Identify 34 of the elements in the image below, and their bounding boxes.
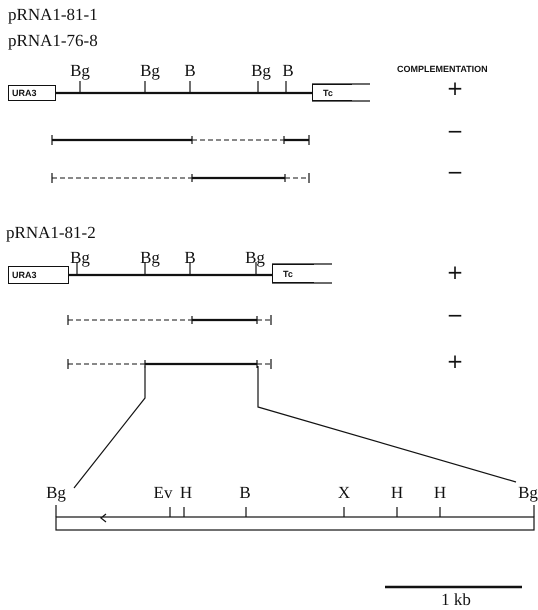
complementation-result: − bbox=[446, 305, 464, 325]
complementation-result: + bbox=[446, 262, 464, 282]
plasmid-name: pRNA1-81-2 bbox=[6, 224, 96, 241]
restriction-site-label: H bbox=[434, 484, 446, 501]
complementation-result: − bbox=[446, 162, 464, 182]
restriction-site-label: Bg bbox=[70, 249, 90, 266]
restriction-site-label: Bg bbox=[518, 484, 538, 501]
restriction-site-label: X bbox=[338, 484, 350, 501]
column-heading: COMPLEMENTATION bbox=[397, 65, 488, 74]
vector-box: Tc bbox=[272, 264, 314, 283]
restriction-site-label: B bbox=[282, 62, 294, 79]
vector-box: Tc bbox=[312, 84, 352, 101]
restriction-site-label: B bbox=[184, 62, 196, 79]
restriction-site-label: Bg bbox=[140, 62, 160, 79]
restriction-site-label: Ev bbox=[154, 484, 172, 501]
marker-gene-box: URA3 bbox=[8, 266, 69, 284]
complementation-result: + bbox=[446, 351, 464, 371]
plasmid-name: pRNA1-81-1 bbox=[8, 6, 98, 23]
scale-label: 1 kb bbox=[441, 591, 471, 608]
restriction-site-label: Bg bbox=[245, 249, 265, 266]
restriction-site-label: H bbox=[180, 484, 192, 501]
complementation-result: − bbox=[446, 121, 464, 141]
marker-gene-box: URA3 bbox=[8, 85, 56, 101]
complementation-result: + bbox=[446, 78, 464, 98]
restriction-site-label: H bbox=[390, 484, 404, 501]
plasmid-name: pRNA1-76-8 bbox=[8, 32, 98, 49]
restriction-site-label: Bg bbox=[140, 249, 160, 266]
restriction-site-label: Bg bbox=[70, 62, 90, 79]
restriction-site-label: Bg bbox=[251, 62, 271, 79]
restriction-map-line bbox=[56, 92, 312, 94]
restriction-site-label: B bbox=[239, 484, 251, 501]
restriction-map-line bbox=[69, 274, 272, 276]
restriction-site-label: B bbox=[184, 249, 196, 266]
restriction-site-label: Bg bbox=[46, 484, 66, 501]
